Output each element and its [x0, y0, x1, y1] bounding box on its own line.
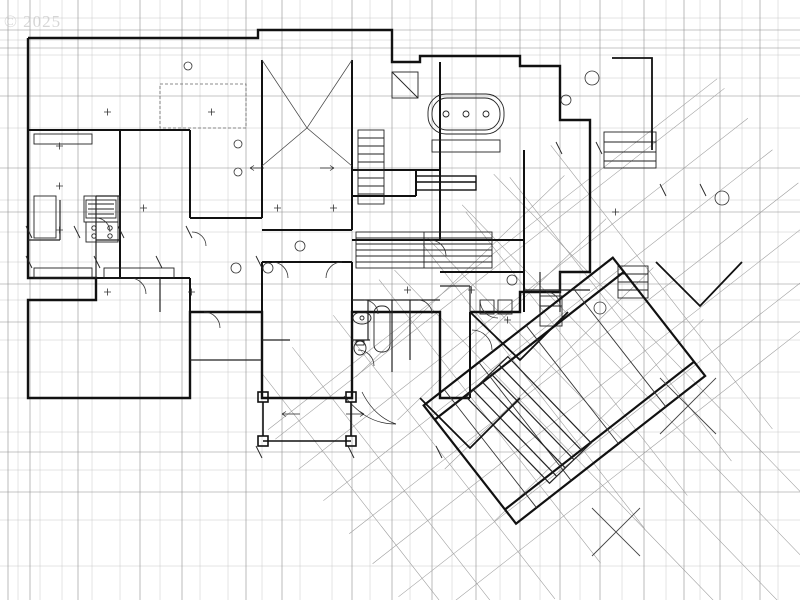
copyright-watermark: © 2025	[4, 12, 62, 31]
